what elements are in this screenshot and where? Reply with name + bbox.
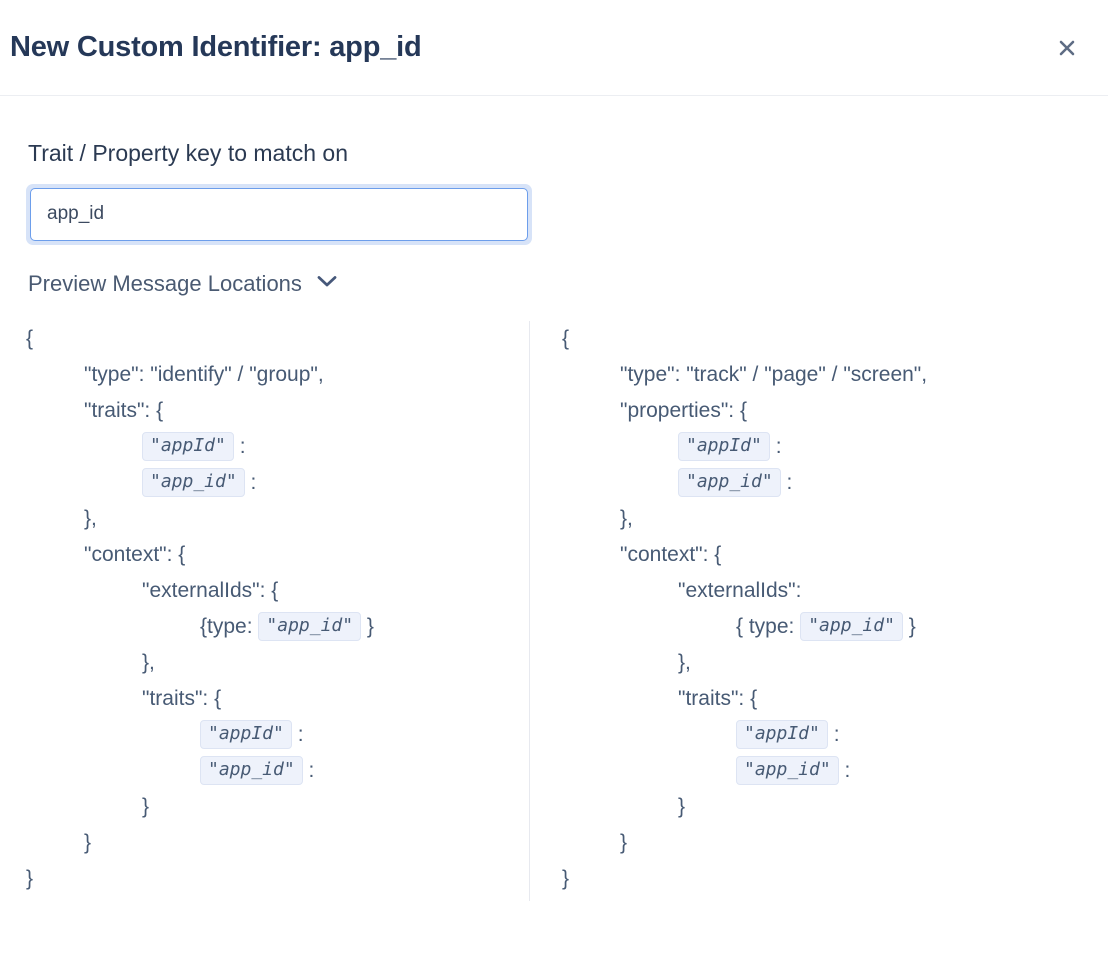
code-token: }	[902, 614, 916, 638]
page-title: New Custom Identifier: app_id	[10, 30, 422, 63]
code-token: :	[769, 434, 782, 458]
code-line: "externalIds":	[562, 573, 1084, 609]
code-key-chip: "appId"	[678, 431, 770, 461]
code-token: :	[233, 434, 246, 458]
code-key-chip: "app_id"	[678, 467, 781, 497]
code-line: }	[26, 789, 519, 825]
code-line: "appId" :	[26, 429, 519, 465]
code-line: "app_id" :	[26, 753, 519, 789]
code-token: }	[678, 794, 686, 818]
column-divider	[529, 320, 530, 901]
code-token: { type:	[736, 614, 801, 638]
code-line: "context": {	[26, 537, 519, 573]
code-token: },	[84, 506, 97, 530]
code-line: "traits": {	[26, 393, 519, 429]
modal-header: New Custom Identifier: app_id	[0, 0, 1108, 96]
code-token: :	[244, 470, 257, 494]
code-key-chip: "app_id"	[200, 755, 303, 785]
code-token: :	[838, 758, 851, 782]
code-line: }	[26, 825, 519, 861]
code-line: },	[562, 501, 1084, 537]
code-line: {	[26, 321, 519, 357]
code-token: "type": "identify" / "group",	[84, 362, 324, 386]
trait-key-input[interactable]	[30, 187, 528, 241]
code-token: }	[26, 866, 34, 890]
code-line: {type: "app_id" }	[26, 609, 519, 645]
code-line: "type": "identify" / "group",	[26, 357, 519, 393]
code-line: "context": {	[562, 537, 1084, 573]
close-icon	[1056, 37, 1078, 59]
code-line: }	[562, 789, 1084, 825]
preview-message-locations-toggle[interactable]: Preview Message Locations	[28, 271, 338, 297]
code-token: "traits": {	[84, 398, 164, 422]
code-token: }	[84, 830, 92, 854]
code-line: }	[562, 825, 1084, 861]
code-token: },	[620, 506, 633, 530]
code-line: "type": "track" / "page" / "screen",	[562, 357, 1084, 393]
code-line: "properties": {	[562, 393, 1084, 429]
code-line: "externalIds": {	[26, 573, 519, 609]
trait-key-input-wrapper	[26, 183, 532, 245]
code-line: "traits": {	[26, 681, 519, 717]
code-token: }	[620, 830, 628, 854]
code-line: "app_id" :	[26, 465, 519, 501]
code-token: "properties": {	[620, 398, 747, 422]
code-token: {	[26, 326, 34, 350]
code-token: {	[562, 326, 570, 350]
code-line: },	[562, 645, 1084, 681]
chevron-down-icon	[316, 274, 338, 293]
code-token: "context": {	[620, 542, 722, 566]
code-token: "type": "track" / "page" / "screen",	[620, 362, 928, 386]
code-token: }	[562, 866, 570, 890]
code-line: }	[26, 861, 519, 897]
code-key-chip: "appId"	[736, 719, 828, 749]
code-key-chip: "app_id"	[258, 611, 362, 641]
code-line: { type: "app_id" }	[562, 609, 1084, 645]
code-token: :	[827, 722, 840, 746]
code-token: "traits": {	[142, 686, 222, 710]
code-key-chip: "app_id"	[800, 611, 903, 641]
close-button[interactable]	[1052, 33, 1082, 63]
code-token: "externalIds":	[678, 578, 802, 602]
code-token: :	[302, 758, 315, 782]
code-token: {type:	[200, 614, 259, 638]
code-token: },	[678, 650, 691, 674]
code-line: "app_id" :	[562, 753, 1084, 789]
code-line: "appId" :	[26, 717, 519, 753]
code-line: "traits": {	[562, 681, 1084, 717]
trait-key-label: Trait / Property key to match on	[28, 140, 348, 166]
code-token: }	[142, 794, 150, 818]
code-token: },	[142, 650, 155, 674]
code-key-chip: "appId"	[142, 431, 234, 461]
code-line: },	[26, 645, 519, 681]
preview-code-block-track-page-screen: { "type": "track" / "page" / "screen", "pr…	[530, 321, 1084, 901]
code-line: "app_id" :	[562, 465, 1084, 501]
code-token: "externalIds": {	[142, 578, 279, 602]
code-token: :	[780, 470, 793, 494]
code-token: }	[361, 614, 374, 638]
code-line: },	[26, 501, 519, 537]
code-line: "appId" :	[562, 429, 1084, 465]
code-token: :	[291, 722, 304, 746]
code-key-chip: "app_id"	[736, 755, 839, 785]
code-key-chip: "app_id"	[142, 467, 245, 497]
code-line: {	[562, 321, 1084, 357]
code-line: "appId" :	[562, 717, 1084, 753]
modal-body: Trait / Property key to match on Preview…	[0, 96, 1108, 958]
code-key-chip: "appId"	[200, 719, 292, 749]
preview-code-block-identify-group: { "type": "identify" / "group", "traits": …	[26, 321, 529, 901]
code-token: "context": {	[84, 542, 186, 566]
preview-code-columns: { "type": "identify" / "group", "traits": …	[26, 320, 1084, 901]
code-token: "traits": {	[678, 686, 758, 710]
code-line: }	[562, 861, 1084, 897]
preview-message-locations-label: Preview Message Locations	[28, 270, 302, 296]
